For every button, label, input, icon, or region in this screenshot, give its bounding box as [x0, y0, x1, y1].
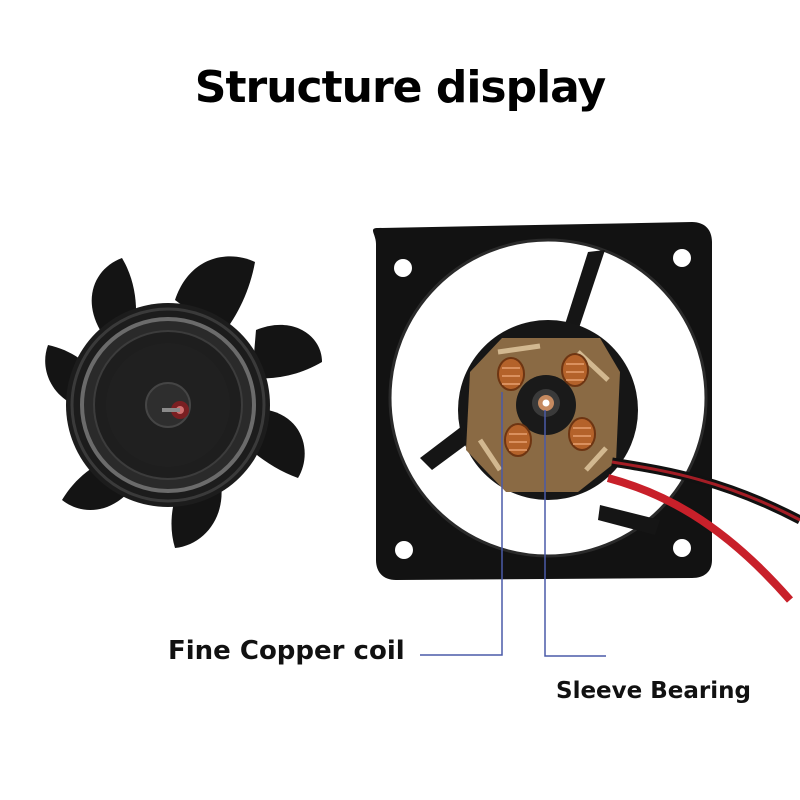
fan-frame	[372, 222, 800, 603]
copper-coils	[497, 353, 596, 457]
coil-pointer	[420, 392, 503, 656]
mount-hole	[395, 541, 413, 559]
mount-hole	[673, 249, 691, 267]
sleeve-bearing-label: Sleeve Bearing	[556, 678, 751, 704]
fan-impeller	[45, 256, 322, 548]
bearing-pointer	[544, 410, 606, 657]
mount-hole	[394, 259, 412, 277]
pointer-lines	[420, 392, 606, 657]
lead-wires	[606, 457, 800, 603]
page-title: Structure display	[194, 62, 606, 113]
fine-copper-coil-label: Fine Copper coil	[168, 636, 405, 666]
mount-hole	[673, 539, 691, 557]
